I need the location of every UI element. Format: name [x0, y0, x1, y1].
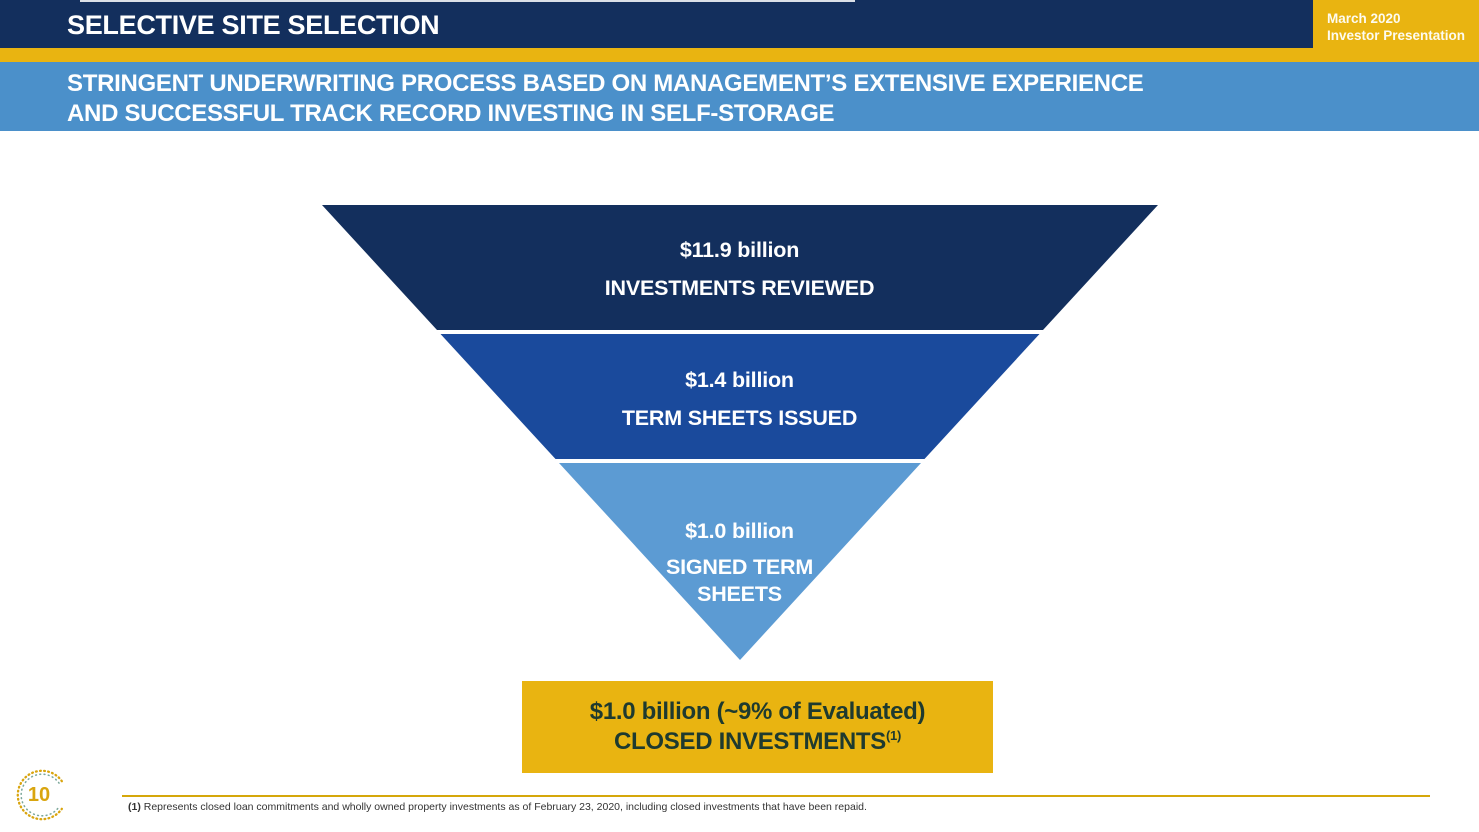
funnel-stage-3-shape: [559, 463, 921, 660]
slide-title: SELECTIVE SITE SELECTION: [67, 10, 440, 40]
dotted-circle-inner-ring: [20, 773, 60, 817]
footnote-marker: (1): [128, 801, 141, 813]
result-box-line-2: CLOSED INVESTMENTS(1): [614, 727, 901, 757]
dotted-circle-logo: [16, 769, 64, 821]
subtitle-line-1: STRINGENT UNDERWRITING PROCESS BASED ON …: [67, 70, 1144, 97]
result-box-line-1: $1.0 billion (~9% of Evaluated): [589, 698, 926, 725]
closed-investments-box: $1.0 billion (~9% of Evaluated) CLOSED I…: [522, 681, 993, 773]
page-number-badge: 10: [12, 765, 72, 825]
funnel-stage-1-label: INVESTMENTS REVIEWED: [604, 276, 875, 300]
header-bar: SELECTIVE SITE SELECTION: [0, 0, 1479, 48]
subtitle-line-2: AND SUCCESSFUL TRACK RECORD INVESTING IN…: [67, 100, 835, 127]
subtitle-band: STRINGENT UNDERWRITING PROCESS BASED ON …: [0, 62, 1479, 131]
funnel-stage-3-value: $1.0 billion: [685, 519, 794, 543]
badge-label: Investor Presentation: [1327, 28, 1466, 43]
presentation-badge: March 2020 Investor Presentation: [1313, 0, 1479, 62]
gold-divider-stripe: [0, 48, 1479, 62]
funnel-stage-1-shape: [322, 205, 1158, 330]
result-box-line-2-text: CLOSED INVESTMENTS: [614, 728, 886, 755]
funnel-stage-3-label: SIGNED TERM SHEETS: [0, 554, 1479, 608]
badge-date: March 2020: [1327, 11, 1401, 26]
dotted-circle-outer-ring: [16, 769, 64, 821]
title-top-rule: [80, 0, 855, 2]
footnote-text: Represents closed loan commitments and w…: [140, 801, 867, 813]
page-number: 10: [27, 783, 51, 806]
footer-rule: [122, 795, 1430, 797]
funnel-stage-3-label-line-2: SHEETS: [697, 582, 782, 606]
funnel-diagram: [322, 205, 1158, 660]
funnel-stage-2-value: $1.4 billion: [685, 368, 794, 392]
footnote: (1) Represents closed loan commitments a…: [128, 801, 867, 814]
funnel-stage-2-shape: [440, 334, 1040, 459]
funnel-stage-2-label: TERM SHEETS ISSUED: [621, 406, 858, 430]
result-box-footnote-marker: (1): [885, 728, 901, 743]
funnel-stage-1-value: $11.9 billion: [679, 238, 800, 262]
funnel-stage-3-label-line-1: SIGNED TERM: [665, 555, 814, 579]
